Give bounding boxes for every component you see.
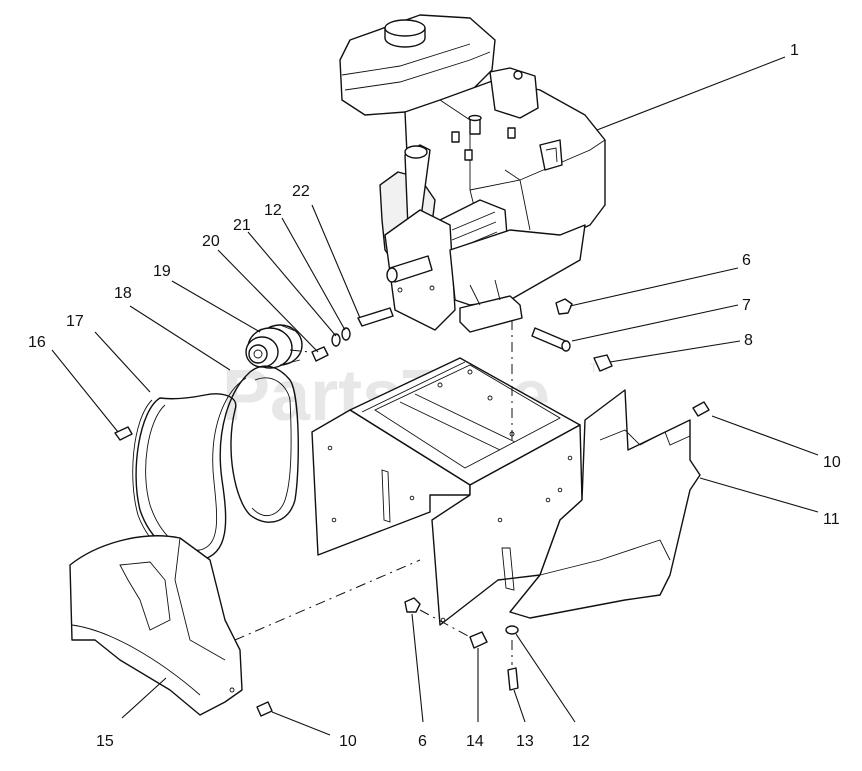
callout-11: 11: [823, 511, 840, 528]
callout-17: 17: [66, 313, 84, 330]
callout-12-bottom: 12: [572, 733, 590, 750]
frame-assembly: [311, 357, 701, 626]
belt-cover: [69, 535, 243, 716]
callout-14: 14: [466, 733, 484, 750]
callout-7: 7: [742, 297, 751, 314]
callout-10-bottom: 10: [339, 733, 357, 750]
callout-8: 8: [744, 332, 753, 349]
engine: [339, 14, 606, 333]
callout-19: 19: [153, 263, 171, 280]
centerline: [289, 349, 311, 353]
callout-6-bottom: 6: [418, 733, 427, 750]
callout-labels: 1 6 7 8 10 11 22 12 21 20 19 18 17 16 15…: [28, 42, 841, 750]
callout-18: 18: [114, 285, 132, 302]
callout-6: 6: [742, 252, 751, 269]
callout-16: 16: [28, 334, 46, 351]
callout-21: 21: [233, 217, 251, 234]
centerline: [419, 609, 471, 638]
leader-lines: [51, 56, 819, 736]
callout-10: 10: [823, 454, 841, 471]
callout-20: 20: [202, 233, 220, 250]
centerline: [234, 559, 421, 641]
callout-12: 12: [264, 202, 282, 219]
callout-1: 1: [790, 42, 799, 59]
engine-pulley: [245, 324, 303, 369]
callout-13: 13: [516, 733, 534, 750]
callout-22: 22: [292, 183, 310, 200]
hardware: [114, 298, 710, 717]
callout-15: 15: [96, 733, 114, 750]
